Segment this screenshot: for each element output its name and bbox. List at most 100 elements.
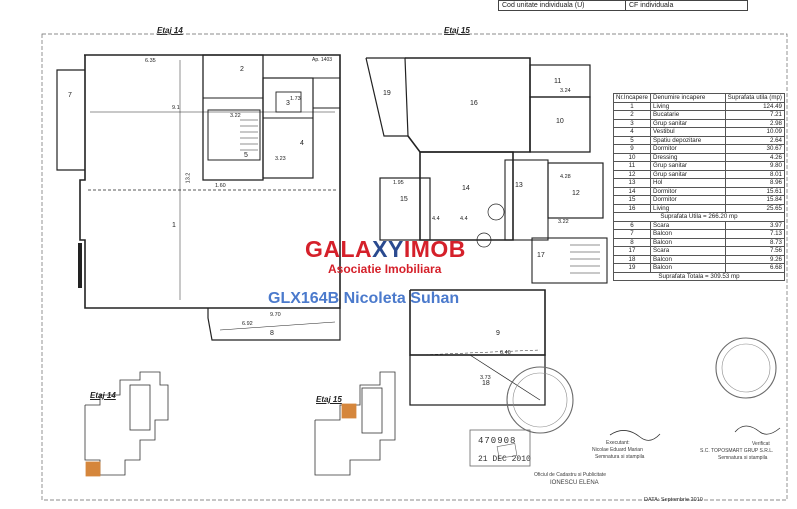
executant-label: Executant: [606,440,630,446]
dim-label: 3.23 [275,156,286,162]
registration-number: 470908 [478,436,517,446]
cell-nr: 14 [613,186,651,196]
cell-area: 124.49 [724,101,786,111]
room-table-header-row: Nr.Incapere Denumire incapere Suprafata … [613,93,786,103]
executant-role: Semnatura si stampila [595,454,645,460]
room-label-1: 1 [172,222,176,229]
cell-area: 4.26 [724,152,786,162]
room-label-12: 12 [572,190,580,197]
cell-name: Living [650,203,726,213]
company-role: Semnatura si stampila [718,455,768,461]
room-label-16: 16 [470,100,478,107]
room-label-2: 2 [240,66,244,73]
cell-name: Dressing [650,152,726,162]
small-location-plans [84,371,396,477]
useful-total-row: Suprafata Utila = 266.20 mp [613,212,785,222]
cell-area: 8.73 [724,237,786,247]
dim-label: 9.70 [270,312,281,318]
dim-label: 4.28 [560,174,571,180]
executant-name: Nicolae Eduard Marian [592,447,643,453]
cell-area: 6.68 [724,263,786,273]
dim-label: 1.60 [215,183,226,189]
cell-name: Scara [650,220,726,230]
dim-label: 13.2 [185,172,192,184]
cell-name: Balcon [650,229,726,239]
cell-name: Dormitor [650,144,726,154]
dim-label: 6.92 [242,321,253,327]
cell-nr: 5 [613,135,651,145]
cell-name: Living [650,101,726,111]
cell-area: 3.97 [724,220,786,230]
cell-nr: 10 [613,152,651,162]
cell-nr: 12 [613,169,651,179]
cell-area: 9.26 [724,254,786,264]
dim-label: 4.4 [460,216,468,222]
room-label-13: 13 [515,182,523,189]
cell-name: Hol [650,178,726,188]
cell-nr: 4 [613,127,651,137]
col-header-name: Denumire incapere [650,93,726,103]
room-label-18: 18 [482,380,490,387]
cell-nr: 9 [613,144,651,154]
cell-name: Balcon [650,254,726,264]
room-label-5: 5 [244,152,248,159]
cell-area: 25.65 [724,203,786,213]
cell-name: Balcon [650,263,726,273]
cell-nr: 17 [613,246,651,256]
cell-area: 10.09 [724,127,786,137]
cell-nr: 1 [613,101,651,111]
cell-area: 7.56 [724,246,786,256]
listing-watermark: GLX164B Nicoleta Suhan [268,290,460,307]
cell-nr: 18 [613,254,651,264]
dim-label: 3.73 [480,375,491,381]
room-label-15: 15 [400,196,408,203]
cell-nr: 15 [613,195,651,205]
cell-nr: 19 [613,263,651,273]
cell-area: 15.61 [724,186,786,196]
cell-name: Balcon [650,237,726,247]
room-label-8: 8 [270,330,274,337]
cell-nr: 13 [613,178,651,188]
brand-part-c: IMOB [403,236,466,262]
plan-etaj-14 [56,54,341,341]
cell-nr: 2 [613,110,651,120]
room-surface-table: Nr.Incapere Denumire incapere Suprafata … [613,93,786,281]
verified-label: Verificat [752,441,770,447]
cell-name: Grup sanitar [650,118,726,128]
registration-date: 21 DEC 2010 [478,455,531,464]
drawing-date: DATA: Septembrie 2010 [644,497,703,503]
brand-watermark: GALAXYIMOB [305,236,466,263]
apartment-label: Ap. 1403 [312,57,333,63]
cell-area: 2.64 [724,135,786,145]
dim-label: 3.22 [558,219,569,225]
cell-area: 7.13 [724,229,786,239]
col-header-area: Suprafata utila (mp) [724,93,786,103]
official-stamp-circles [469,337,781,467]
room-label-4: 4 [300,140,304,147]
grand-total-row: Suprafata Totala = 309.53 mp [613,271,785,281]
header-cell-cf: CF individuala [625,0,748,11]
cell-area: 9.80 [724,161,786,171]
brand-tagline: Asociatie Imobiliara [328,262,442,276]
cell-area: 2.98 [724,118,786,128]
cell-area: 15.84 [724,195,786,205]
room-label-17: 17 [537,252,545,259]
floor-title-15: Etaj 15 [444,26,470,35]
cell-nr: 8 [613,237,651,247]
cell-name: Vestibul [650,127,726,137]
room-label-14: 14 [462,185,470,192]
dim-label: 4.4 [432,216,440,222]
cell-area: 7.21 [724,110,786,120]
cell-nr: 6 [613,220,651,230]
cell-nr: 7 [613,229,651,239]
